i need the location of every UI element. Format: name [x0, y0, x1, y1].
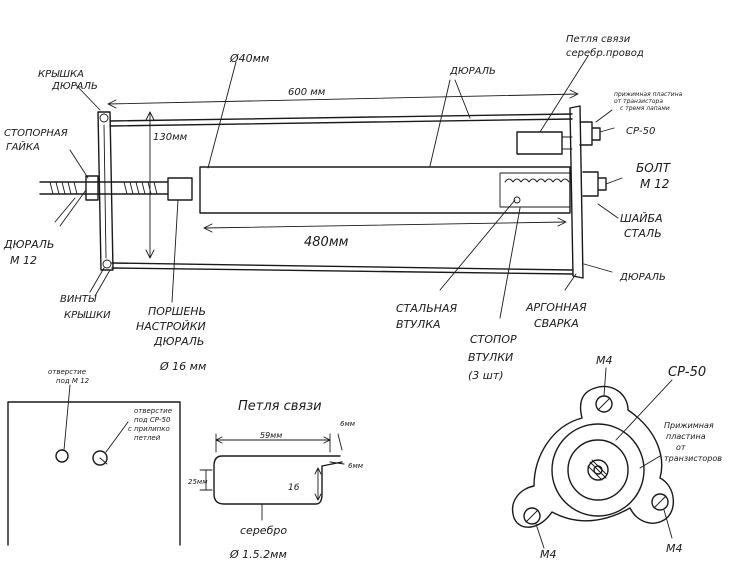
- inner-conductor: [199, 166, 571, 214]
- bolt-m12: [582, 171, 607, 197]
- outer-tube-top: [109, 113, 573, 127]
- label-dim-16: 16: [288, 483, 300, 493]
- cover-square: [7, 401, 181, 546]
- right-leaders: [583, 109, 623, 273]
- left-leaders: [54, 84, 179, 303]
- label-loop-material: серебро: [240, 524, 287, 537]
- dim-480-line: [203, 217, 567, 233]
- hole-m12-circle: [55, 449, 69, 463]
- cp50-connector: [579, 121, 601, 146]
- lock-nut: [85, 175, 99, 201]
- stopper-screw: [513, 196, 521, 204]
- loop-dim-59: [215, 433, 331, 453]
- label-wire-dia: Ø 1.5.2мм: [229, 548, 287, 561]
- label-length-600: 600 мм: [288, 87, 326, 98]
- label-loop-detail-title: Петля связи: [238, 399, 322, 414]
- hole-cp50-notch: [99, 457, 108, 465]
- flange-center-hatch: [587, 459, 607, 481]
- m4-slot-top: [597, 397, 611, 411]
- m4-hole-bottom-right: [651, 493, 669, 511]
- loop-dim-25: [199, 469, 213, 491]
- label-piston-dia: Ø 16 мм: [159, 360, 206, 373]
- dim-130-line: [145, 111, 155, 259]
- label-m4-bottom-left: М4: [540, 548, 557, 561]
- loop-dim-6: [329, 433, 345, 465]
- label-dim-25: 25мм: [188, 478, 208, 486]
- dural-top-leaders: [429, 79, 471, 167]
- m4-slot-bottom-left: [525, 509, 539, 523]
- bottom-leaders: [439, 199, 577, 319]
- cover-screw-top: [99, 113, 109, 123]
- left-cover-plate: [97, 111, 114, 271]
- piston-rod: [39, 181, 169, 195]
- dim-600-line: [107, 89, 579, 109]
- hole-cp50-circle: [92, 450, 108, 466]
- loop-shape: [213, 455, 343, 505]
- flange-mid-ring: [567, 439, 629, 501]
- label-dural-right: ДЮРАЛЬ: [619, 272, 666, 283]
- label-height-130: 130мм: [153, 132, 188, 143]
- label-flange-cp50: СР-50: [668, 365, 706, 380]
- label-dim-59: 59мм: [260, 431, 282, 440]
- m4-hole-bottom-left: [523, 507, 541, 525]
- cover-detail-leaders: [63, 384, 129, 453]
- main-assembly: [39, 55, 623, 319]
- rod-threads: [49, 181, 158, 195]
- coupling-loop: [516, 131, 563, 155]
- label-m4-top: М4: [596, 354, 613, 367]
- label-dim-6a: 6мм: [340, 420, 356, 428]
- loop-dim-16: [314, 467, 322, 501]
- left-cover-inner: [103, 124, 107, 259]
- outer-tube-bottom: [111, 262, 574, 275]
- dia40-leader: [207, 61, 237, 169]
- label-dia-40: Ø40мм: [229, 52, 269, 65]
- label-length-480: 480мм: [304, 235, 349, 250]
- piston-head: [167, 177, 193, 201]
- label-dim-6b: 6мм: [348, 462, 364, 470]
- label-m4-bottom-right: М4: [666, 542, 683, 555]
- m4-slot-bottom-right: [653, 495, 667, 509]
- loop-leads: [561, 136, 573, 150]
- sleeve-threads: [504, 178, 570, 183]
- label-connector: СР-50: [626, 126, 655, 137]
- loop-title-leader: [539, 55, 589, 133]
- flange-leaders: [535, 367, 673, 549]
- cover-screw-bottom: [102, 259, 112, 269]
- label-dural-top: ДЮРАЛЬ: [449, 66, 496, 77]
- loop-detail: Петля связи 59мм 6мм 6мм 25мм 16 серебро…: [188, 399, 364, 561]
- steel-sleeve: [499, 172, 571, 208]
- right-cover-plate: [569, 105, 584, 279]
- flange-outer-ring: [551, 423, 645, 517]
- flange-center-ring: [587, 459, 609, 481]
- flange-outline: [511, 385, 674, 528]
